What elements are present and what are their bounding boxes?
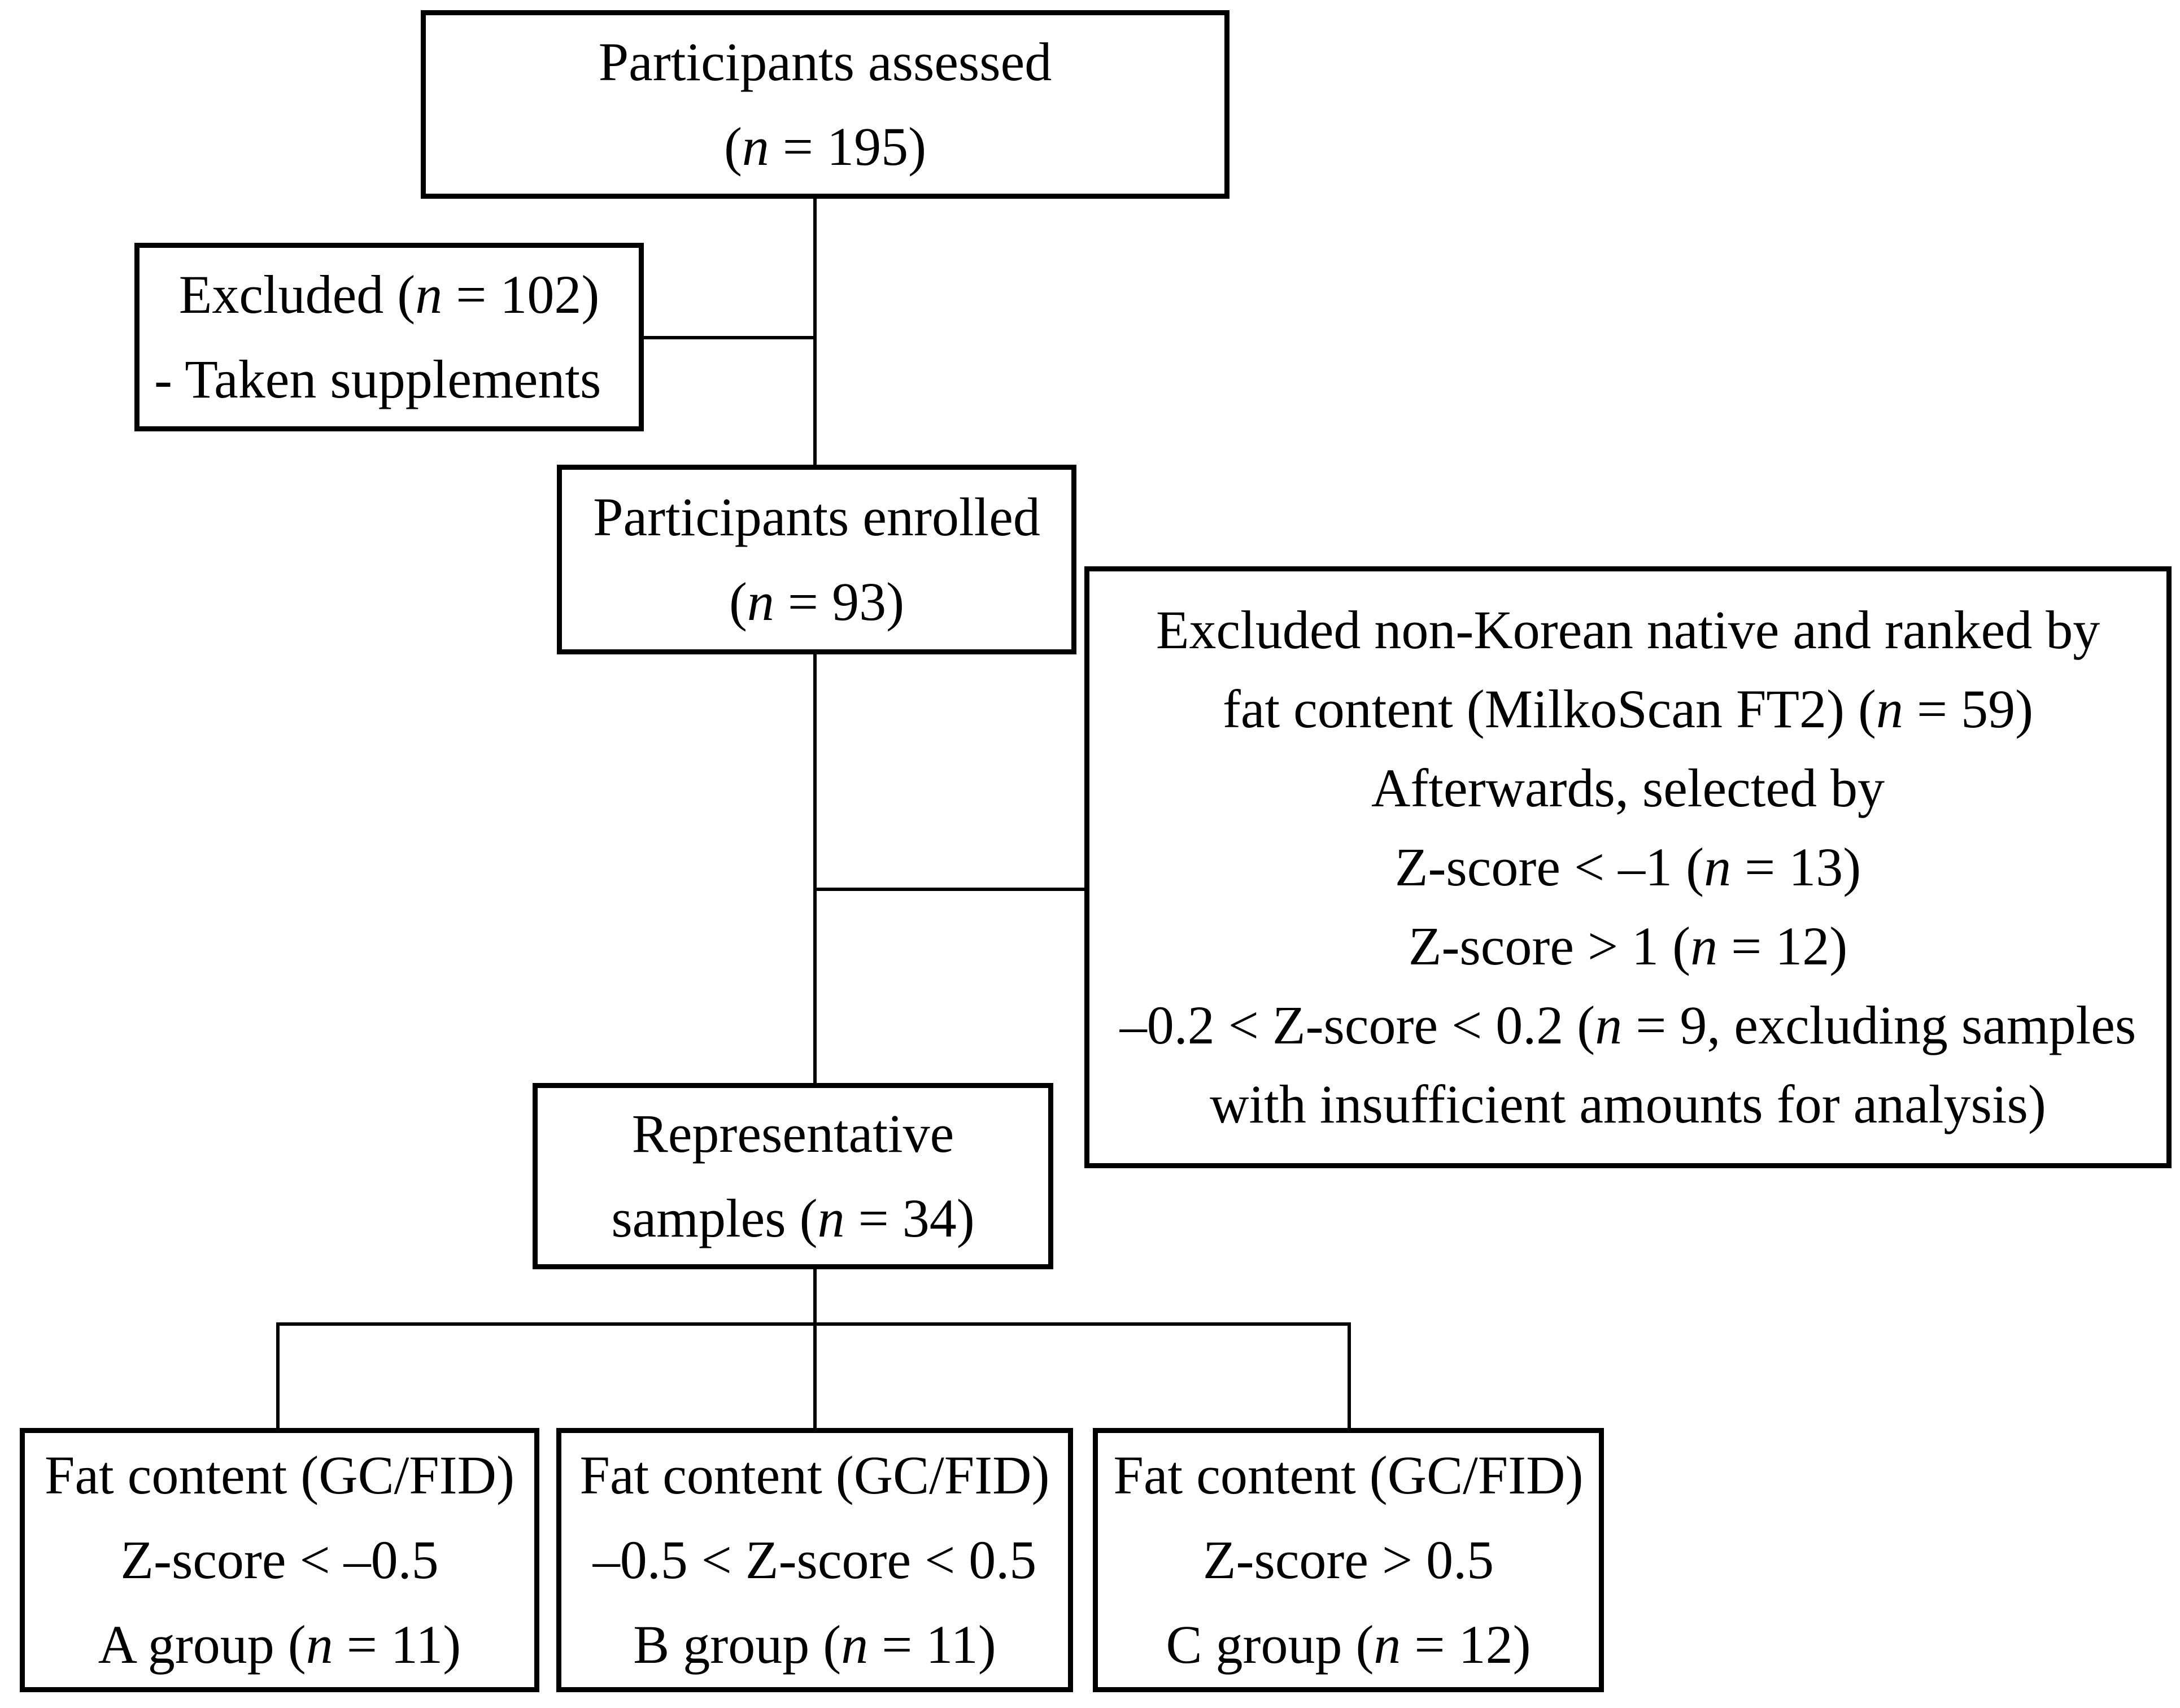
excluded-supplements-line-1: Excluded (n = 102) xyxy=(178,264,600,325)
enrolled-line-2: (n = 93) xyxy=(729,571,905,632)
group-a-line-3: A group (n = 11) xyxy=(98,1614,461,1675)
connector-excluded-selection xyxy=(813,888,1087,891)
enrolled-line-1: Participants enrolled xyxy=(593,487,1040,547)
group-b-line-1: Fat content (GC/FID) xyxy=(579,1445,1050,1505)
excluded-selection-line-3: Afterwards, selected by xyxy=(1371,758,1885,818)
group-c-line-3: C group (n = 12) xyxy=(1166,1614,1531,1675)
box-excluded-selection: Excluded non-Korean native and ranked by… xyxy=(1084,566,2172,1168)
branch-drop-group-a xyxy=(276,1322,280,1428)
box-group-b: Fat content (GC/FID) –0.5 < Z-score < 0.… xyxy=(556,1428,1073,1692)
excluded-selection-line-1: Excluded non-Korean native and ranked by xyxy=(1156,600,2100,660)
box-participants-assessed: Participants assessed (n = 195) xyxy=(421,10,1229,199)
representative-line-2: samples (n = 34) xyxy=(611,1188,975,1248)
box-participants-enrolled: Participants enrolled (n = 93) xyxy=(557,465,1076,654)
group-a-line-1: Fat content (GC/FID) xyxy=(45,1445,515,1505)
box-excluded-supplements: Excluded (n = 102) - Taken supplements xyxy=(134,243,644,431)
excluded-selection-line-5: Z-score > 1 (n = 12) xyxy=(1408,916,1848,976)
connector-enrolled-to-representative xyxy=(813,652,817,1084)
box-group-c: Fat content (GC/FID) Z-score > 0.5 C gro… xyxy=(1093,1428,1604,1692)
excluded-supplements-line-2: - Taken supplements xyxy=(154,349,601,409)
branch-drop-group-c xyxy=(1348,1322,1351,1428)
connector-excluded-supplements xyxy=(643,336,817,339)
excluded-selection-line-4: Z-score < –1 (n = 13) xyxy=(1394,837,1861,897)
group-a-line-2: Z-score < –0.5 xyxy=(120,1530,439,1590)
excluded-selection-line-2: fat content (MilkoScan FT2) (n = 59) xyxy=(1222,679,2034,739)
group-c-line-1: Fat content (GC/FID) xyxy=(1113,1445,1584,1505)
excluded-selection-line-6: –0.2 < Z-score < 0.2 (n = 9, excluding s… xyxy=(1119,995,2137,1055)
group-c-line-2: Z-score > 0.5 xyxy=(1202,1530,1494,1590)
assessed-line-1: Participants assessed xyxy=(598,32,1052,92)
assessed-line-2: (n = 195) xyxy=(723,116,927,177)
connector-representative-to-branch xyxy=(813,1266,817,1326)
branch-drop-group-b xyxy=(813,1322,817,1428)
representative-line-1: Representative xyxy=(631,1103,954,1164)
excluded-selection-line-7: with insufficient amounts for analysis) xyxy=(1210,1074,2046,1134)
group-b-line-3: B group (n = 11) xyxy=(633,1614,996,1675)
box-group-a: Fat content (GC/FID) Z-score < –0.5 A gr… xyxy=(20,1428,539,1692)
connector-assessed-to-enrolled xyxy=(813,198,817,466)
box-representative-samples: Representative samples (n = 34) xyxy=(533,1083,1053,1269)
group-b-line-2: –0.5 < Z-score < 0.5 xyxy=(592,1530,1037,1590)
